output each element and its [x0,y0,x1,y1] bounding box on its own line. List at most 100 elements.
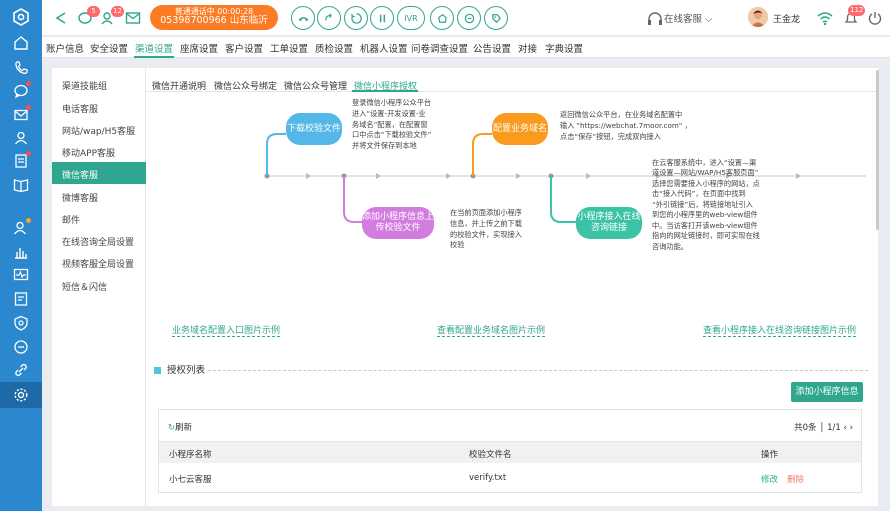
subnav-weibo[interactable]: 微博客服 [62,194,99,204]
link-online-link-example[interactable]: 查看小程序接入在线咨询链接图片示例 [703,323,857,337]
link-domain-entry-example[interactable]: 业务域名配置入口图片示例 [172,323,281,337]
desc-line: 登录微信小程序公众平台 [352,98,432,107]
mail-icon[interactable] [12,105,31,124]
bell-icon[interactable]: 112 [842,5,866,27]
desc-line: 道设置—网站/WAP/H5客服页面” [652,168,759,178]
subnav-web[interactable]: 网站/wap/H5客服 [62,127,136,137]
subnav-video-global[interactable]: 视频客服全局设置 [62,260,135,270]
user-name[interactable]: 王金龙 [773,15,801,25]
add-miniprogram-button[interactable]: 添加小程序信息 [791,382,863,402]
book-icon[interactable] [12,176,30,194]
message-icon[interactable] [12,338,30,356]
nav-robot[interactable]: 机器人设置 [360,44,408,55]
call-number-text: 05398700966 山东临沂 [160,15,268,27]
cell-file: verify.txt [469,473,507,483]
knowledge-icon[interactable] [12,290,30,308]
subnav-online-global[interactable]: 在线咨询全局设置 [62,238,135,248]
refresh-button[interactable]: ↻刷新 [168,421,192,433]
mail-notice-dot [26,105,31,110]
subnav-skill-group[interactable]: 渠道技能组 [62,82,108,92]
left-sidebar [0,0,42,511]
nav-customer[interactable]: 客户设置 [225,44,264,55]
cell-name: 小七云客服 [169,475,212,485]
contacts-icon[interactable] [12,129,30,147]
nav-active-underline [134,56,174,58]
chat-queue-icon[interactable]: 5 [76,6,100,27]
subnav-sms[interactable]: 短信＆闪信 [62,283,108,293]
tab-official-bind[interactable]: 微信公众号绑定 [214,82,278,92]
users-queue-icon[interactable]: 12 [100,6,124,27]
nav-account[interactable]: 账户信息 [46,44,85,55]
tickets-notice-dot [26,151,31,156]
tab-wechat-intro[interactable]: 微信开通说明 [152,82,207,92]
col-actions: 操作 [761,450,779,460]
satisfaction-button[interactable] [430,6,454,30]
desc-line: 信息，并上传之前下载 [450,218,522,228]
subnav-phone[interactable]: 电话客服 [62,105,99,115]
pager: 共0条 │ 1/1 ‹ › [794,423,853,433]
subnav-email[interactable]: 邮件 [62,216,81,226]
nav-quality[interactable]: 质检设置 [315,44,354,55]
table-toolbar: ↻刷新 共0条 │ 1/1 ‹ › [159,410,861,440]
link-icon[interactable] [12,361,30,379]
refresh-label: 刷新 [175,423,193,433]
call-status-pill[interactable]: 普通通话中 00:00:28 05398700966 山东临沂 [150,5,278,30]
shield-icon[interactable] [12,314,30,332]
transfer-button[interactable] [317,6,341,30]
desc-line: 点击“保存”按钮，完成双向接入 [560,131,661,141]
nav-ticket[interactable]: 工单设置 [270,44,309,55]
agent-status-text: 在线客服 [664,14,703,25]
hangup-button[interactable] [291,6,315,30]
agent-status-dropdown[interactable]: 在线客服 ⌵ [664,11,712,25]
pause-button[interactable] [370,6,394,30]
envelope-icon[interactable] [124,9,142,27]
nav-seat[interactable]: 座席设置 [180,44,219,55]
nav-survey[interactable]: 问卷调查设置 [411,44,469,55]
subnav-app[interactable]: 移动APP客服 [62,149,116,159]
message-button[interactable] [457,6,481,30]
flag-icon[interactable] [52,9,70,27]
subnav-active-highlight [52,162,146,184]
desc-line: 中。当访客打开该web-view组件 [652,220,758,230]
settings-icon[interactable] [12,386,30,404]
nav-notice[interactable]: 公告设置 [473,44,512,55]
tab-miniprogram-auth[interactable]: 微信小程序授权 [354,82,418,92]
desc-line: 并将文件保存到本地 [352,141,417,151]
consult-button[interactable] [344,6,368,30]
phone-icon[interactable] [12,59,30,77]
table-row: 小七云客服 verify.txt 修改 删除 [159,463,861,493]
nav-integration[interactable]: 对接 [518,44,538,55]
step-upload-desc: 在当前页面添加小程序 信息，并上传之前下载 的校验文件，实现接入 校验 [450,208,528,251]
avatar[interactable] [748,7,768,27]
subnav-wechat[interactable]: 微信客服 [62,171,99,181]
step-upload-file: 添加小程序信息上传校验文件 [362,207,434,239]
nav-security[interactable]: 安全设置 [90,44,129,55]
ivr-button[interactable]: IVR [397,6,425,30]
chat-badge: 5 [87,6,100,17]
link-domain-config-example[interactable]: 查看配置业务域名图片示例 [437,323,546,337]
step-config-desc: 返回微信公众平台，在业务域名配置中 输入 "https://webchat.7m… [560,110,700,142]
auth-list-title-text: 授权列表 [167,365,206,376]
tickets-icon[interactable] [12,151,31,170]
user-manage-icon[interactable] [12,218,31,237]
desc-line: 击“接入代码”，在页面中找到 [652,189,746,199]
monitor-icon[interactable] [12,266,30,284]
nav-channel[interactable]: 渠道设置 [135,44,174,55]
next-page-icon[interactable]: › [849,423,853,433]
desc-line: 口中点击“下载校验文件” [352,130,432,140]
edit-link[interactable]: 修改 [761,475,779,485]
process-flow: 下载校验文件 登录微信小程序公众平台 进入“设置-开发设置-业 务域名”配置，在… [146,92,878,372]
home-icon[interactable] [12,34,30,52]
tag-button[interactable] [484,6,508,30]
prev-page-icon[interactable]: ‹ [843,423,847,433]
delete-link[interactable]: 删除 [787,475,805,485]
chat-icon[interactable] [12,81,31,100]
content-scrollbar[interactable] [876,70,879,230]
nav-dictionary[interactable]: 字典设置 [545,44,584,55]
tab-official-manage[interactable]: 微信公众号管理 [284,82,348,92]
sidebar-active-highlight [0,382,42,408]
desc-line: 的校验文件，实现接入 [450,229,522,239]
power-icon[interactable] [866,9,884,27]
report-icon[interactable] [12,243,30,261]
